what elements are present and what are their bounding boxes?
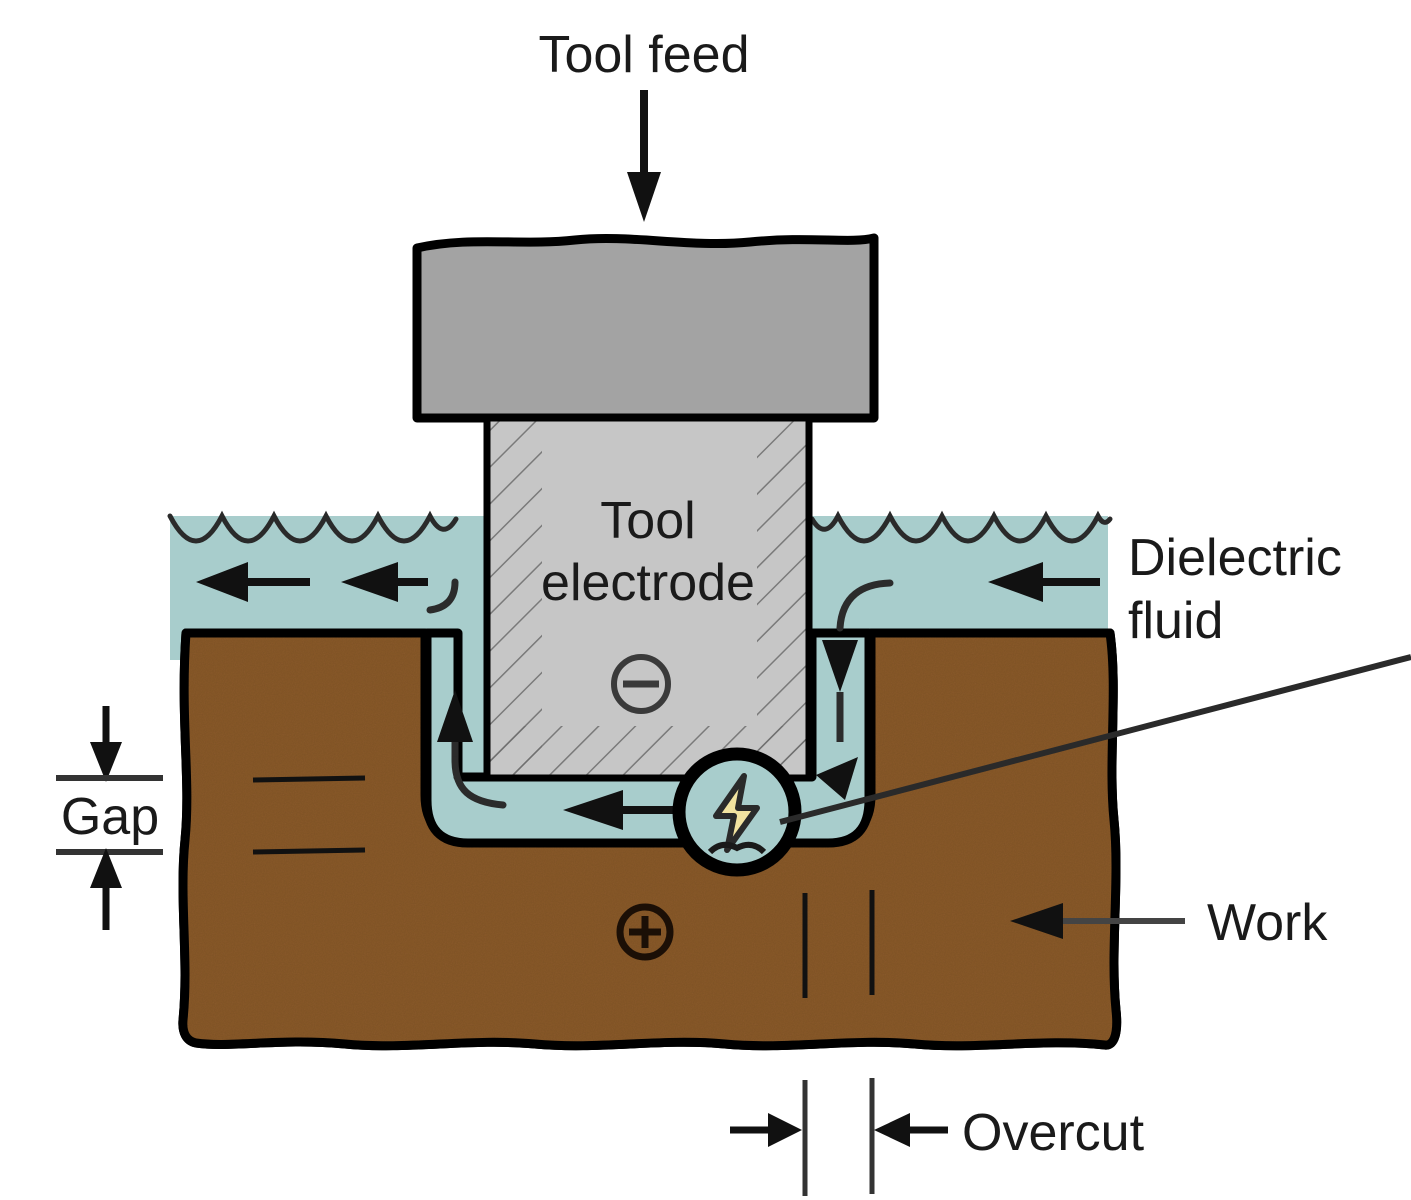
spark-discharge-icon [672,747,802,877]
tool-feed-label: Tool feed [538,26,749,84]
work-callout [1010,903,1185,939]
tool-electrode [483,414,813,782]
fluid-flow-arrow-left-inner [341,562,428,602]
spark-leader-line [779,654,1411,825]
overcut-dimension-arrow-right [874,1113,910,1147]
fluid-flow-up-arrow-icon [437,690,507,809]
positive-workpiece-symbol [616,903,674,961]
gap-extension-line-bottom [252,847,366,855]
gap-extension-line-top [252,775,366,783]
work-label: Work [1207,894,1328,952]
fluid-flow-down-arrow-icon [816,579,894,800]
overcut-dimension-arrow-left [768,1113,802,1147]
tool-electrode-label-line2: electrode [541,554,755,612]
fluid-flow-curve-left [426,578,459,614]
tool-feed-arrow-icon [627,90,661,222]
fluid-flow-arrow-gap-bottom [563,790,678,830]
gap-dimension-arrow-top [90,742,122,782]
dielectric-fluid-label-line1: Dielectric [1128,529,1342,587]
tool-holder [412,233,879,423]
fluid-flow-arrow-right-inlet [988,562,1100,602]
negative-electrode-symbol [611,654,671,714]
fluid-flow-arrow-left-outer [196,562,310,602]
work-leader-arrow-icon [1010,903,1063,939]
overcut-dimension [730,1078,948,1196]
tool-electrode-label-line1: Tool [600,492,695,550]
dielectric-fluid-label-line2: fluid [1128,592,1223,650]
overcut-label: Overcut [962,1104,1145,1162]
gap-label: Gap [61,788,159,846]
gap-dimension: Gap [56,706,163,930]
